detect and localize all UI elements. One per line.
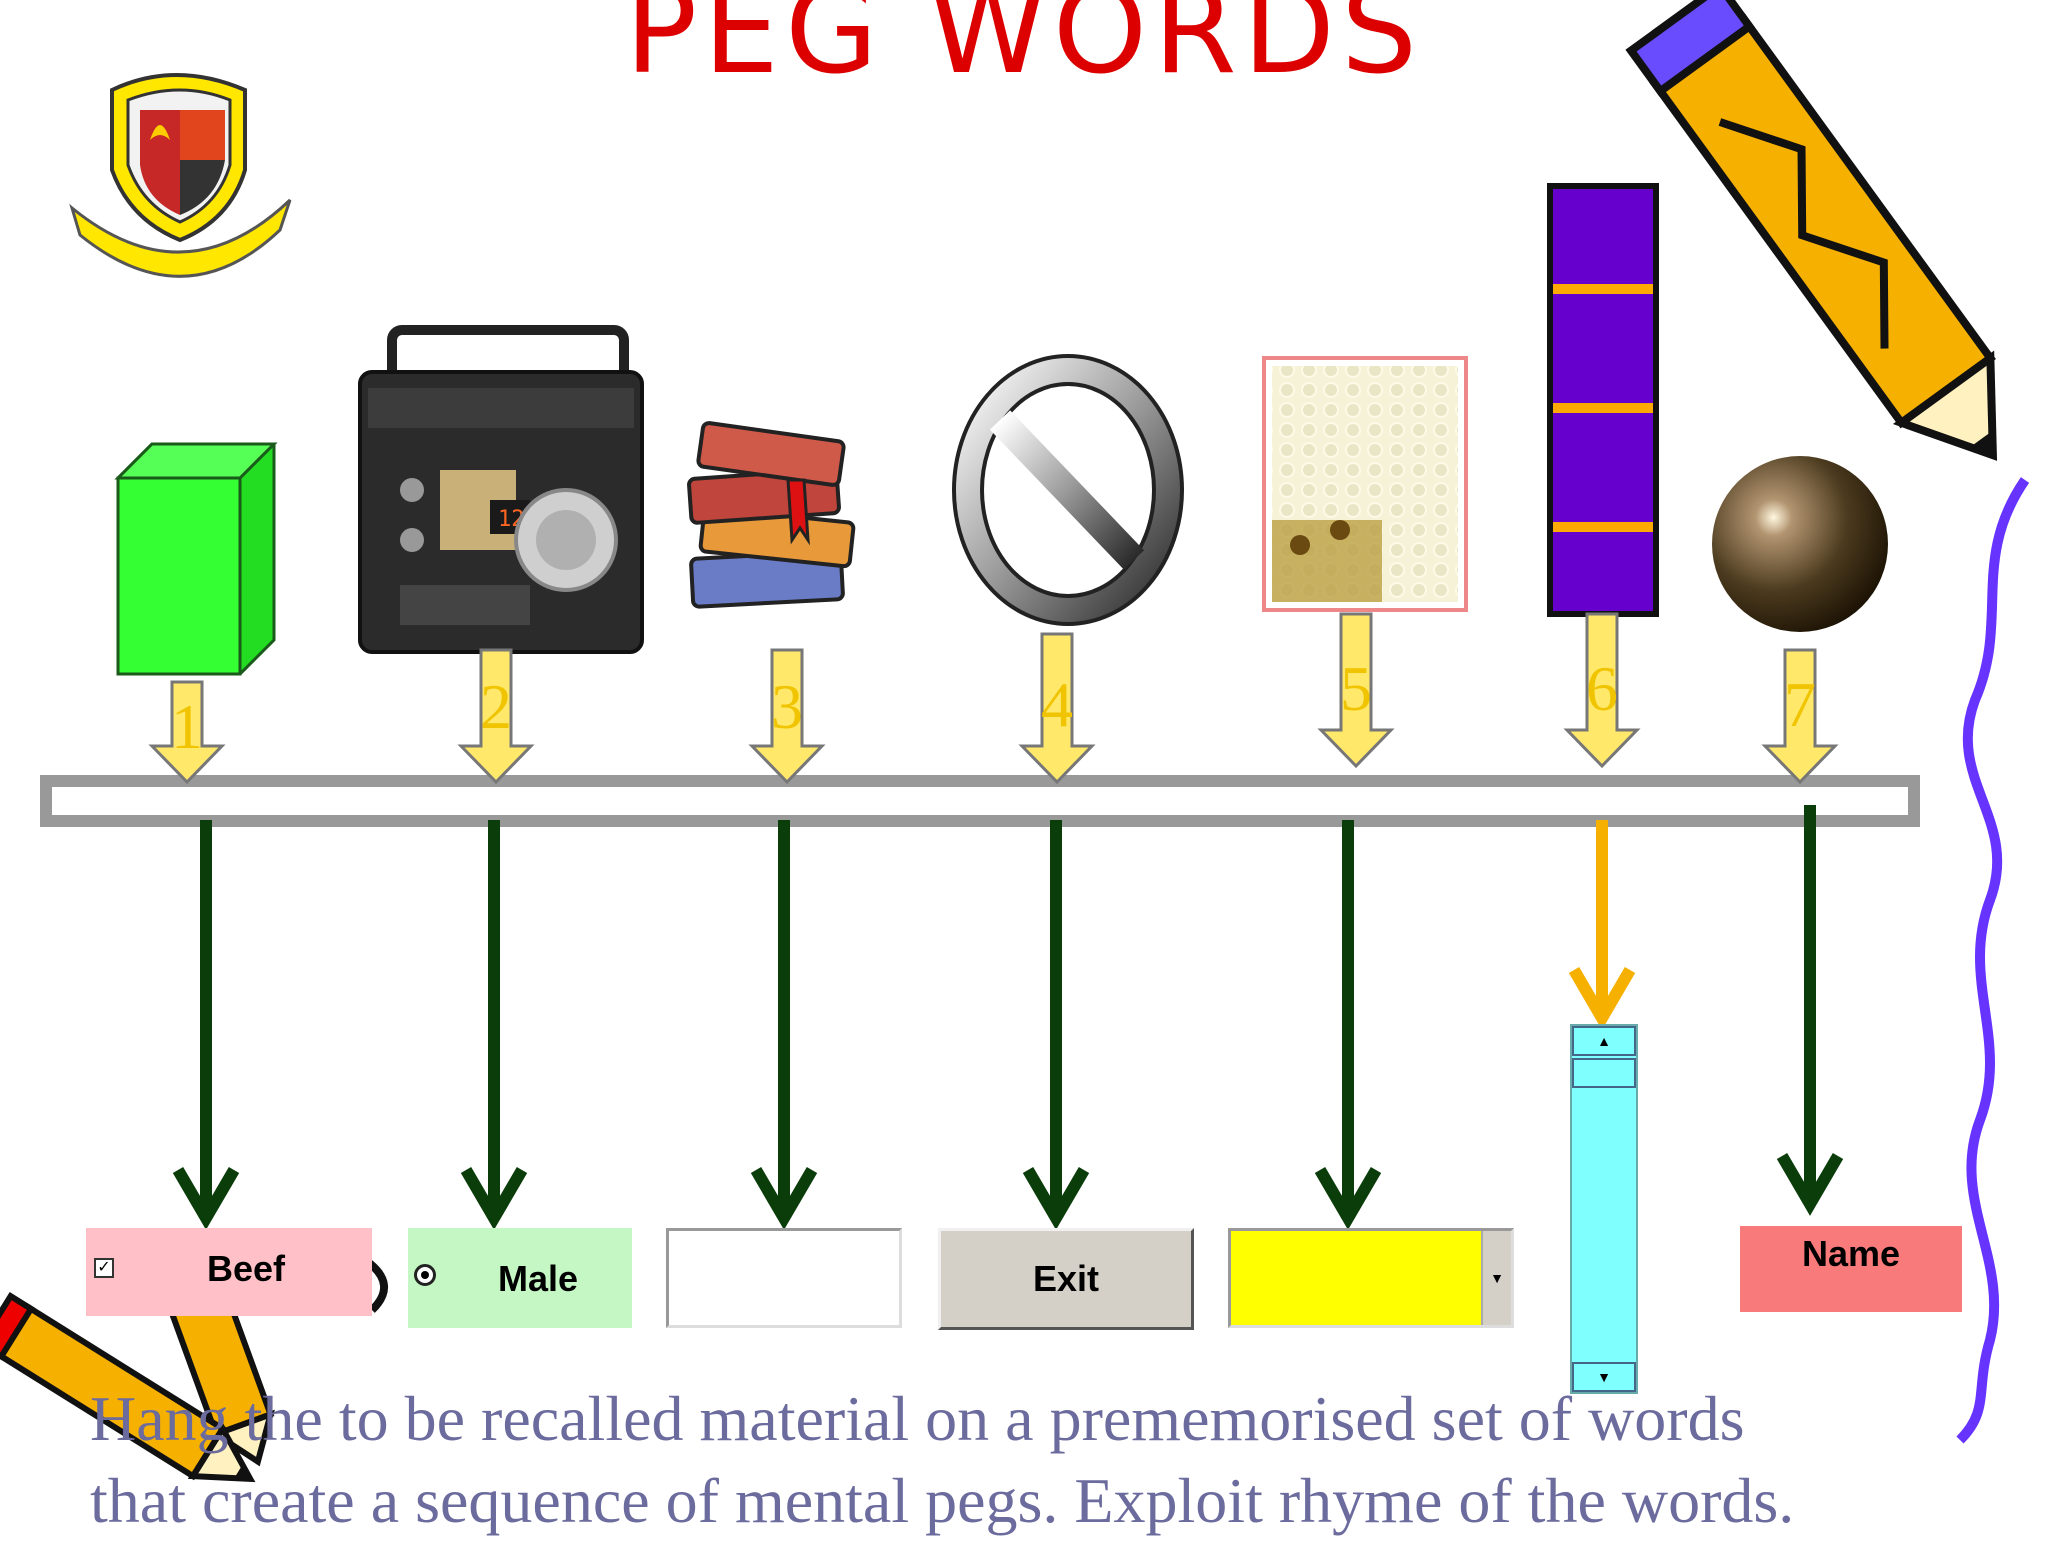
green-cube-icon xyxy=(114,442,278,676)
peg-number-2: 2 xyxy=(480,671,512,742)
peg-arrows xyxy=(148,612,1839,785)
peg-arrow-4 xyxy=(1018,632,1096,785)
peg-arrow-3 xyxy=(748,648,826,785)
purple-stick-icon xyxy=(1547,183,1659,617)
peg-number-3: 3 xyxy=(771,671,803,742)
exit-button[interactable]: Exit xyxy=(938,1228,1194,1330)
male-radio-button[interactable]: Male xyxy=(408,1228,632,1328)
caption-line-1: Hang the to be recalled material on a pr… xyxy=(90,1383,1745,1454)
chevron-down-icon[interactable]: ▼ xyxy=(1481,1231,1511,1325)
scroll-down-icon[interactable]: ▼ xyxy=(1572,1362,1636,1392)
link-arrows xyxy=(172,805,1844,1230)
caption-line-2: that create a sequence of mental pegs. E… xyxy=(90,1465,1795,1536)
vertical-scrollbar[interactable]: ▲ ▼ xyxy=(1570,1024,1638,1394)
peg-number-6: 6 xyxy=(1586,653,1618,724)
pencil-icon xyxy=(1625,0,1998,461)
checkbox-label: Beef xyxy=(206,1248,286,1289)
radio-receiver-icon: 125 xyxy=(358,325,644,654)
peg-number-4: 4 xyxy=(1041,669,1073,740)
slide-title: PEG WORDS xyxy=(624,0,1424,101)
peg-arrow-5 xyxy=(1317,612,1395,769)
radio-dot-icon[interactable] xyxy=(414,1264,436,1286)
peg-arrow-2 xyxy=(457,648,535,785)
peg-number-7: 7 xyxy=(1784,669,1816,740)
scroll-up-icon[interactable]: ▲ xyxy=(1572,1026,1636,1056)
name-label: Name xyxy=(1740,1226,1962,1312)
books-stack-icon xyxy=(687,421,856,609)
slide-caption: Hang the to be recalled material on a pr… xyxy=(90,1378,1990,1542)
checkbox-check-icon[interactable]: ✓ xyxy=(94,1258,114,1278)
bronze-sphere-icon xyxy=(1712,456,1888,632)
peg-number-1: 1 xyxy=(171,691,203,762)
peg-number-5: 5 xyxy=(1340,653,1372,724)
university-crest-icon xyxy=(68,28,308,278)
scroll-thumb[interactable] xyxy=(1572,1058,1636,1088)
peg-arrow-1 xyxy=(148,680,226,785)
combo-box[interactable]: ▼ xyxy=(1228,1228,1514,1328)
small-pencil-icon xyxy=(0,1250,389,1483)
radio-label: Male xyxy=(497,1258,579,1299)
orange-link-arrow xyxy=(1568,820,1636,1030)
beef-checkbox[interactable]: ✓ Beef xyxy=(86,1228,372,1316)
honeycomb-image-icon xyxy=(1262,356,1468,612)
text-input[interactable] xyxy=(666,1228,902,1328)
peg-arrow-6 xyxy=(1563,612,1641,769)
wavy-line-decoration xyxy=(1956,477,2030,1444)
no-symbol-icon xyxy=(952,354,1184,626)
peg-arrow-7 xyxy=(1761,648,1839,785)
peg-bar xyxy=(40,775,1920,827)
